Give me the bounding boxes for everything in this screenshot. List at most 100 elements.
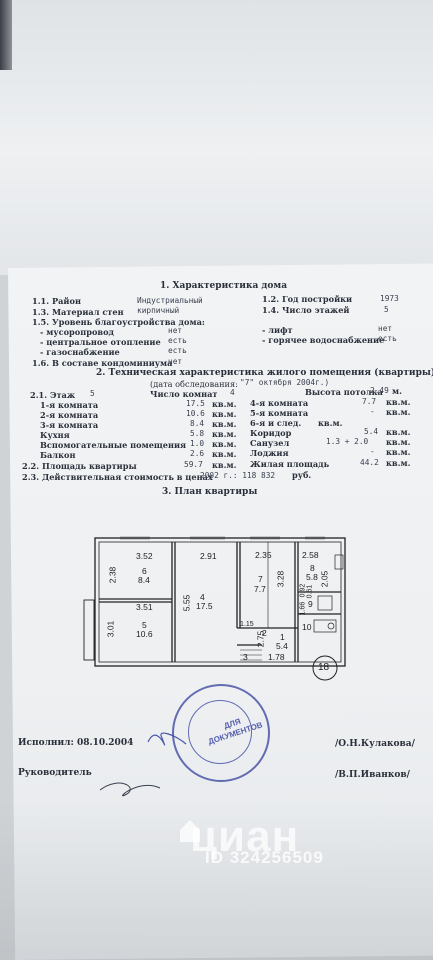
floors-value: 5: [384, 305, 389, 314]
watermark-id: ID 324256509: [205, 848, 324, 867]
left-row-unit: кв.м.: [212, 409, 237, 419]
room-number: 4: [200, 592, 205, 602]
living-label: Жилая площадь: [250, 459, 330, 469]
dim-label: 1.78: [268, 652, 285, 662]
room-area: 7.7: [254, 584, 266, 594]
musor-label: - мусоропровод: [40, 327, 115, 337]
object-shadow: [0, 0, 12, 70]
cost-label: 2.3. Действительная стоимость в ценах: [22, 472, 213, 482]
left-row-value: 10.6: [186, 409, 205, 418]
left-row-unit: кв.м.: [212, 439, 237, 449]
executed-label: Исполнил: 08.10.2004: [18, 738, 134, 748]
lower-shade: [0, 800, 433, 960]
right-row-label: Коридор: [250, 428, 292, 438]
room-number: 10: [302, 622, 312, 632]
rooms-label: Число комнат: [150, 389, 218, 399]
room-number: 2: [262, 628, 267, 638]
area-value: 59.7: [184, 460, 203, 469]
right-row-label: 4-я комната: [250, 398, 309, 408]
room-area: 5.4: [276, 641, 288, 651]
right-row-value: 1.3 + 2.0: [326, 437, 369, 446]
ceiling-value: 2.49: [370, 386, 389, 395]
section1-title: 1. Характеристика дома: [160, 281, 288, 291]
left-row-value: 5.8: [190, 429, 205, 438]
rayon-value: Индустриальный: [137, 296, 203, 305]
watermark-brand: циан: [190, 812, 300, 861]
kondo-label: 1.6. В составе кондоминиума: [32, 358, 173, 368]
background-surface: [0, 0, 433, 275]
right-row-label: Лоджия: [250, 448, 289, 458]
left-row-unit: кв.м.: [212, 399, 237, 409]
right-row-unit: кв.м.: [386, 397, 411, 407]
section3-title: 3. План квартиры: [162, 487, 258, 497]
gaz-label: - газоснабжение: [40, 347, 120, 357]
otopl-label: - центральное отопление: [40, 337, 161, 347]
ceiling-label: Высота потолка: [305, 387, 383, 397]
left-row-label: 3-я комната: [40, 420, 99, 430]
floor-value: 5: [90, 389, 95, 398]
room-area: 10.6: [136, 629, 153, 639]
document-stamp: ДЛЯ ДОКУМЕНТОВ: [172, 684, 270, 782]
rayon-label: 1.1. Район: [32, 296, 81, 306]
right-row-label: Санузел: [250, 438, 290, 448]
year-label: 1.2. Год постройки: [262, 294, 353, 304]
right-row-value: 7.7: [362, 397, 377, 406]
right-row-unit: кв.м.: [386, 427, 411, 437]
left-row-value: 8.4: [190, 419, 205, 428]
dim-label: 3.51: [136, 602, 153, 612]
area-label: 2.2. Площадь квартиры: [22, 461, 137, 471]
room-number: 1: [280, 632, 285, 642]
right-row-label: 6-я и след.: [250, 418, 302, 428]
dim-label: 2.35: [255, 550, 272, 560]
cost-value: 2002 г.: 118 832: [200, 471, 276, 480]
dim-label: 2.58: [302, 550, 319, 560]
dim-label: 1.15: [240, 621, 254, 628]
room-number: 9: [308, 599, 313, 609]
dim-label: 3.52: [136, 551, 153, 561]
date-value: "7" октября 2004г.): [240, 378, 330, 387]
right-row-value: -: [370, 447, 375, 456]
room-area: 8.4: [138, 575, 150, 585]
cian-logo-icon: [180, 820, 200, 842]
rooms-value: 4: [230, 388, 235, 397]
date-line: (дата обследования:: [150, 379, 238, 389]
room-area: 17.5: [196, 601, 213, 611]
right-row-unit: кв.м.: [386, 437, 411, 447]
room-number: 6: [142, 566, 147, 576]
floors-label: 1.4. Число этажей: [262, 305, 350, 315]
room-number: 3: [243, 652, 248, 662]
room-number: 7: [258, 574, 263, 584]
right-row-label: 5-я комната: [250, 408, 309, 418]
material-value: кирпичный: [137, 306, 180, 315]
executed-name: /О.Н.Кулакова/: [335, 739, 415, 749]
right-row-unit: кв.м.: [386, 447, 411, 457]
head-name: /В.П.Иванков/: [335, 770, 410, 780]
head-label: Руководитель: [18, 768, 92, 778]
ceiling-unit: м.: [392, 386, 402, 396]
left-row-unit: кв.м.: [212, 429, 237, 439]
left-row-label: 1-я комната: [40, 400, 99, 410]
apartment-number: 18: [318, 662, 330, 673]
otopl-value: есть: [168, 336, 187, 345]
lift-label: - лифт: [262, 325, 293, 335]
left-row-label: 2-я комната: [40, 410, 99, 420]
section2-title: 2. Техническая характеристика жилого пом…: [96, 368, 433, 378]
room-number: 5: [142, 620, 147, 630]
left-row-value: 1.0: [190, 439, 205, 448]
uroven-label: 1.5. Уровень благоустройства дома:: [32, 317, 205, 327]
living-value: 44.2: [360, 458, 379, 467]
room-number: 8: [310, 563, 315, 573]
left-row-value: 17.5: [186, 399, 205, 408]
room-area: 5.8: [306, 572, 318, 582]
living-unit: кв.м.: [386, 458, 411, 468]
left-row-value: 2.6: [190, 449, 205, 458]
right-row-unit: кв.м.: [386, 407, 411, 417]
kondo-value: нет: [168, 357, 183, 366]
stamp-inner-ring: [188, 700, 252, 764]
left-row-label: Вспомогательные помещения: [40, 440, 187, 450]
cost-unit: руб.: [292, 470, 312, 480]
gaz-value: есть: [168, 346, 187, 355]
material-label: 1.3. Материал стен: [32, 307, 124, 317]
year-value: 1973: [380, 294, 399, 303]
